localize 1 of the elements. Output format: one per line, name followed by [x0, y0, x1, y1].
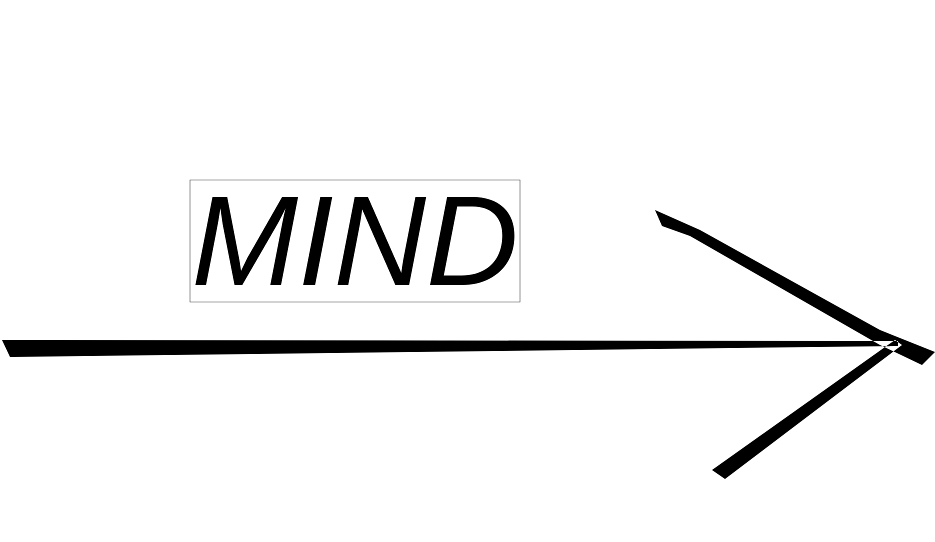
word-box: MIND	[190, 180, 520, 302]
